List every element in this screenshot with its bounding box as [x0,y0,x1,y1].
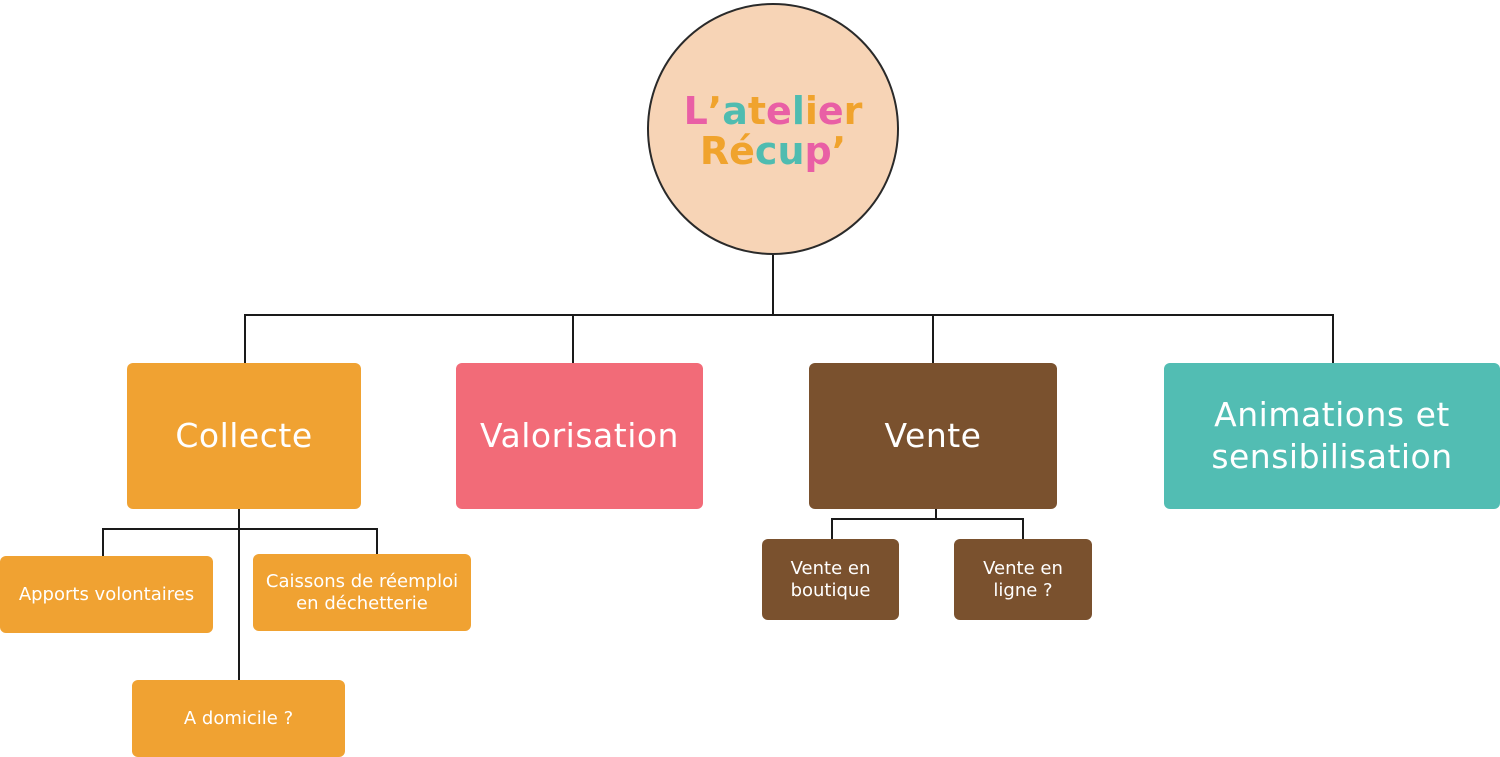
node-animations-label: Animations et sensibilisation [1211,395,1453,476]
logo-letter: c [754,129,778,173]
node-apports-label: Apports volontaires [18,583,195,605]
logo-wordmark-line1: L’atelier [649,91,897,131]
node-ligne-label: Vente en ligne ? [983,557,1063,601]
logo-letter: p [804,129,832,173]
node-a-domicile: A domicile ? [132,680,345,757]
logo-letter: R [699,129,730,173]
node-valorisation: Valorisation [456,363,703,509]
node-caissons-reemploi: Caissons de réemploi en déchetterie [253,554,471,631]
logo-letter: r [843,89,863,133]
node-apports-volontaires: Apports volontaires [0,556,213,633]
logo-letter: a [722,89,748,133]
logo-letter: l [791,89,805,133]
node-valorisation-label: Valorisation [480,416,679,455]
logo-circle: L’atelier Récup’ [647,3,899,255]
node-vente-ligne: Vente en ligne ? [954,539,1092,620]
node-boutique-label: Vente en boutique [790,557,871,601]
logo-letter: e [817,89,844,133]
node-collecte-label: Collecte [175,416,313,455]
logo-letter: ’ [831,129,847,173]
node-collecte: Collecte [127,363,361,509]
logo-letter: e [766,89,792,133]
node-vente-boutique: Vente en boutique [762,539,899,620]
logo-letter: t [747,89,767,133]
logo-letter: u [777,129,805,173]
logo-wordmark-line2: Récup’ [649,131,897,171]
logo-letter: é [729,129,755,173]
node-domicile-label: A domicile ? [183,707,294,729]
logo-letter: ’ [707,89,723,133]
logo-letter: L [683,89,708,133]
node-vente: Vente [809,363,1057,509]
node-animations: Animations et sensibilisation [1164,363,1500,509]
logo-letter: i [804,89,818,133]
node-caissons-label: Caissons de réemploi en déchetterie [265,570,459,614]
node-vente-label: Vente [884,416,982,455]
